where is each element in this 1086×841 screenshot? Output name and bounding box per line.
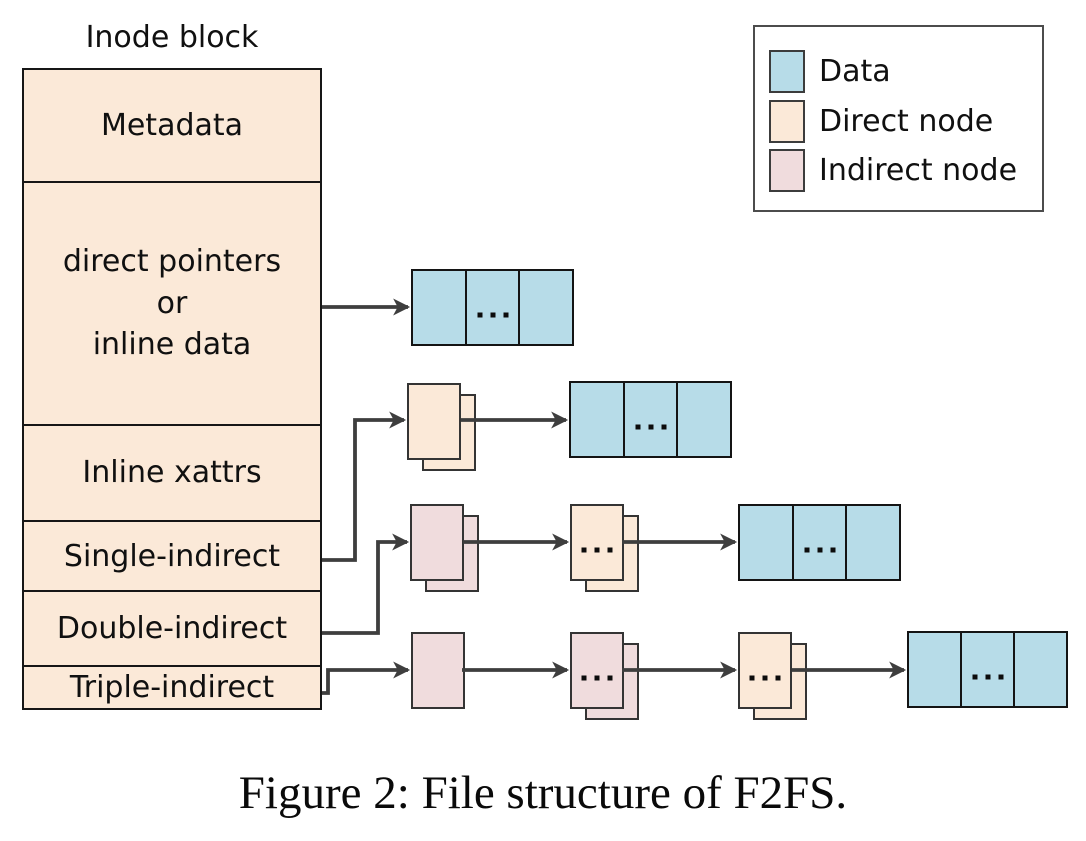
- legend: Data Direct node Indirect node: [753, 25, 1044, 212]
- ellipsis-icon: [581, 675, 613, 681]
- data-block: [909, 633, 960, 706]
- legend-swatch-direct-node: [769, 100, 805, 143]
- ellipsis-icon: [635, 424, 666, 430]
- ellipsis-icon: [972, 674, 1003, 680]
- data-block: [676, 383, 730, 456]
- legend-label: Direct node: [819, 104, 994, 139]
- arrow-triple-indirect-to-indirect-node: [322, 661, 411, 695]
- indirect-node-front: [570, 632, 624, 709]
- direct-node-front: [738, 632, 792, 709]
- data-block-group-row1: [411, 269, 574, 346]
- section-label: Single-indirect: [63, 538, 281, 574]
- section-label: Double-indirect: [56, 610, 288, 646]
- ellipsis-icon: [477, 312, 508, 318]
- section-label: Inline xattrs: [82, 455, 262, 491]
- direct-node-stack-row3: [570, 504, 640, 594]
- data-block: [518, 271, 572, 344]
- inode-section-double-indirect: Double-indirect: [24, 592, 320, 667]
- data-block-group-row4: [907, 631, 1068, 708]
- direct-node-stack-row4: [738, 632, 808, 722]
- data-block: [740, 506, 792, 579]
- ellipsis-icon: [581, 547, 613, 553]
- direct-node-stack-row2: [407, 383, 477, 473]
- indirect-node-stack-row4: [570, 632, 640, 722]
- inode-section-single-indirect: Single-indirect: [24, 522, 320, 593]
- legend-label: Data: [819, 54, 891, 89]
- inode-section-inline-xattrs: Inline xattrs: [24, 426, 320, 523]
- figure-caption: Figure 2: File structure of F2FS.: [238, 767, 848, 819]
- data-block: [622, 383, 677, 456]
- data-block: [571, 383, 623, 456]
- legend-swatch-data: [769, 50, 805, 93]
- data-block: [845, 506, 899, 579]
- direct-node-front: [570, 504, 624, 581]
- ellipsis-icon: [749, 675, 781, 681]
- data-block: [1013, 633, 1066, 706]
- data-block-group-row3: [738, 504, 901, 581]
- data-block-group-row2: [569, 381, 732, 458]
- data-block: [464, 271, 519, 344]
- indirect-node-stack-row3: [410, 504, 480, 594]
- data-block: [791, 506, 846, 579]
- data-block: [413, 271, 465, 344]
- arrow-double-indirect-to-indirect-node: [322, 533, 410, 635]
- arrow-single-indirect-to-direct-node: [322, 411, 407, 562]
- section-label: Triple-indirect: [69, 669, 275, 705]
- inode-block-title: Inode block: [85, 20, 259, 55]
- indirect-node-front: [410, 504, 464, 581]
- legend-label: Indirect node: [819, 153, 1018, 188]
- ellipsis-icon: [804, 547, 835, 553]
- legend-swatch-indirect-node: [769, 149, 805, 192]
- indirect-node-single-row4: [411, 632, 465, 709]
- data-block: [960, 633, 1013, 706]
- section-label: direct pointers or inline data: [62, 244, 282, 363]
- section-label: Metadata: [100, 107, 244, 143]
- inode-section-direct-pointers: direct pointers or inline data: [24, 183, 320, 427]
- inode-section-triple-indirect: Triple-indirect: [24, 667, 320, 708]
- inode-section-metadata: Metadata: [24, 70, 320, 183]
- inode-block: Metadata direct pointers or inline data …: [22, 68, 322, 710]
- direct-node-front: [407, 383, 461, 460]
